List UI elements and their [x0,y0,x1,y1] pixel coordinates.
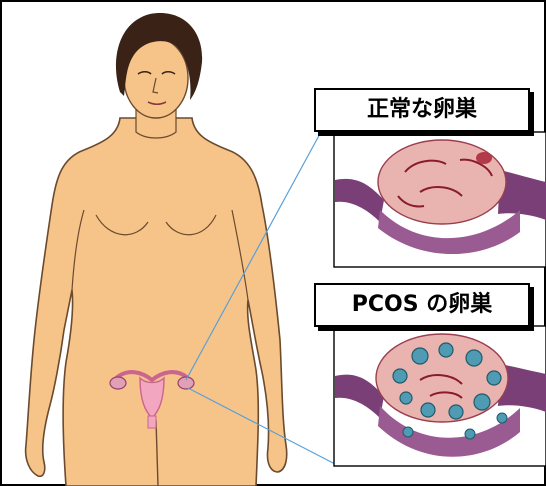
pcos-cyst-2 [412,348,428,364]
pcos-cyst-4 [466,350,482,366]
pcos-cyst-11 [465,429,475,439]
pcos-ovary-label: PCOS の卵巣 [314,283,530,327]
pcos-cyst-7 [449,405,463,419]
pcos-cyst-10 [403,427,413,437]
normal-follicle-4 [476,152,492,164]
normal-ovary-label: 正常な卵巣 [314,88,530,132]
pcos-cyst-9 [400,392,412,404]
pcos-cyst-8 [421,403,435,417]
left-ovary-small [110,377,126,389]
pcos-ovary-panel [334,326,546,466]
pcos-cyst-1 [393,369,407,383]
pcos-cyst-6 [474,394,490,410]
cervix [148,416,156,428]
normal-ovary-panel [334,132,546,267]
pcos-cyst-3 [439,343,453,357]
pcos-cyst-12 [497,413,507,423]
pcos-cyst-5 [487,371,501,385]
